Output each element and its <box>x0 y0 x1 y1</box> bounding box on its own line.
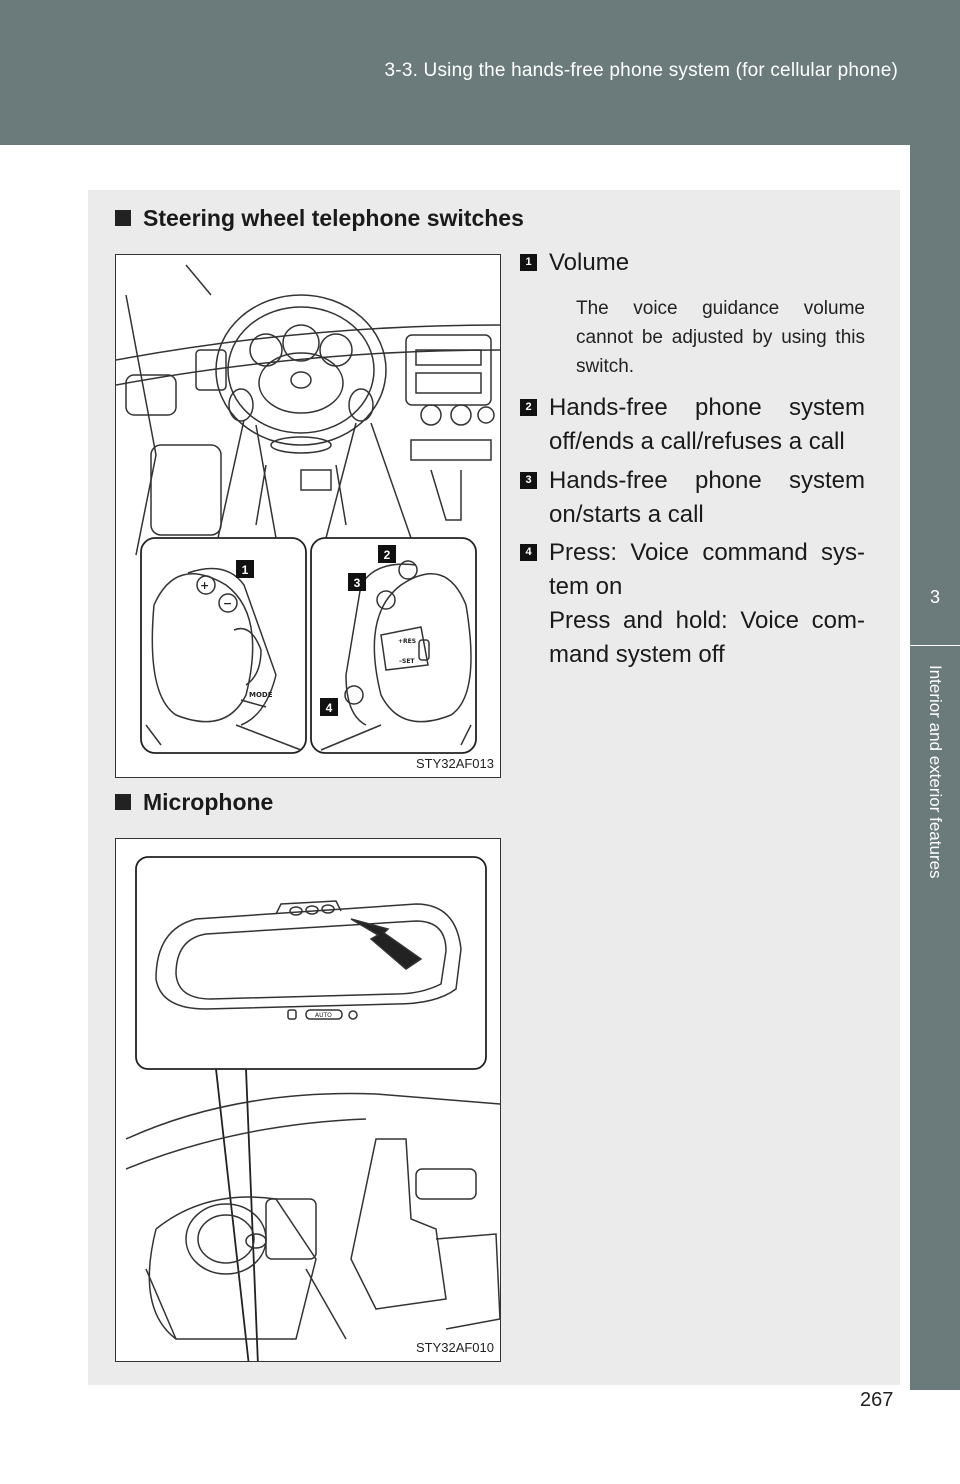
item-phone-on: 3 Hands-free phone system on/starts a ca… <box>520 464 865 532</box>
figure-code-steering: STY32AF013 <box>415 756 494 771</box>
section-title-text: Microphone <box>143 789 274 815</box>
item-number-badge: 2 <box>520 399 537 416</box>
item-number-badge: 4 <box>520 544 537 561</box>
chapter-number: 3 <box>929 587 940 607</box>
item-text: Press: Voice command sys-tem on <box>549 539 865 600</box>
microphone-illustration: AUTO <box>125 856 500 1361</box>
section-bullet-icon <box>115 210 131 226</box>
figure-callouts: 1 2 3 4 <box>236 545 396 716</box>
steering-wheel-illustration: + − MODE +RES –SET 1 2 3 4 <box>116 264 500 754</box>
svg-text:−: − <box>223 597 232 610</box>
callout-box-3 <box>348 573 366 591</box>
chapter-label: Interior and exterior features <box>926 665 945 879</box>
item-volume: 1 Volume <box>520 246 865 280</box>
section-bullet-icon <box>115 794 131 810</box>
callout-3: 3 <box>354 576 361 590</box>
section-title-microphone: Microphone <box>115 789 273 816</box>
section-title-text: Steering wheel telephone switches <box>143 205 524 231</box>
mode-button-label: MODE <box>249 691 273 699</box>
chapter-divider <box>910 645 960 646</box>
callout-2: 2 <box>384 548 391 562</box>
header-title: 3-3. Using the hands-free phone system (… <box>384 60 898 81</box>
callout-box-4 <box>320 698 338 716</box>
callout-1: 1 <box>242 563 249 577</box>
mirror-auto-label: AUTO <box>315 1012 332 1019</box>
chapter-side-tab: 3 Interior and exterior features <box>910 145 960 1390</box>
callout-4: 4 <box>326 701 333 715</box>
steering-wheel-figure: + − MODE +RES –SET 1 2 3 4 STY32AF013 <box>115 254 501 778</box>
figure-code-microphone: STY32AF010 <box>415 1340 494 1355</box>
item-text: Hands-free phone system on/starts a call <box>549 467 865 528</box>
microphone-figure: AUTO STY32AF010 <box>115 838 501 1362</box>
res-switch-label: +RES <box>398 638 416 645</box>
item-phone-off: 2 Hands-free phone system off/ends a cal… <box>520 391 865 459</box>
item-text: Hands-free phone system off/ends a call/… <box>549 394 865 455</box>
page-header: 3-3. Using the hands-free phone system (… <box>0 0 960 145</box>
item-text: Volume <box>549 249 630 276</box>
item-text-2: Press and hold: Voice com-mand system of… <box>549 607 865 668</box>
item-voice-command: 4 Press: Voice command sys-tem on Press … <box>520 536 865 672</box>
set-switch-label: –SET <box>399 658 415 665</box>
item-number-badge: 3 <box>520 472 537 489</box>
item-volume-note: The voice guidance volume cannot be adju… <box>576 298 865 377</box>
callout-box-2 <box>378 545 396 563</box>
section-title-steering: Steering wheel telephone switches <box>115 205 524 232</box>
page-number: 267 <box>860 1389 894 1411</box>
item-number-badge: 1 <box>520 254 537 271</box>
callout-box-1 <box>236 560 254 578</box>
svg-text:+: + <box>200 579 209 592</box>
